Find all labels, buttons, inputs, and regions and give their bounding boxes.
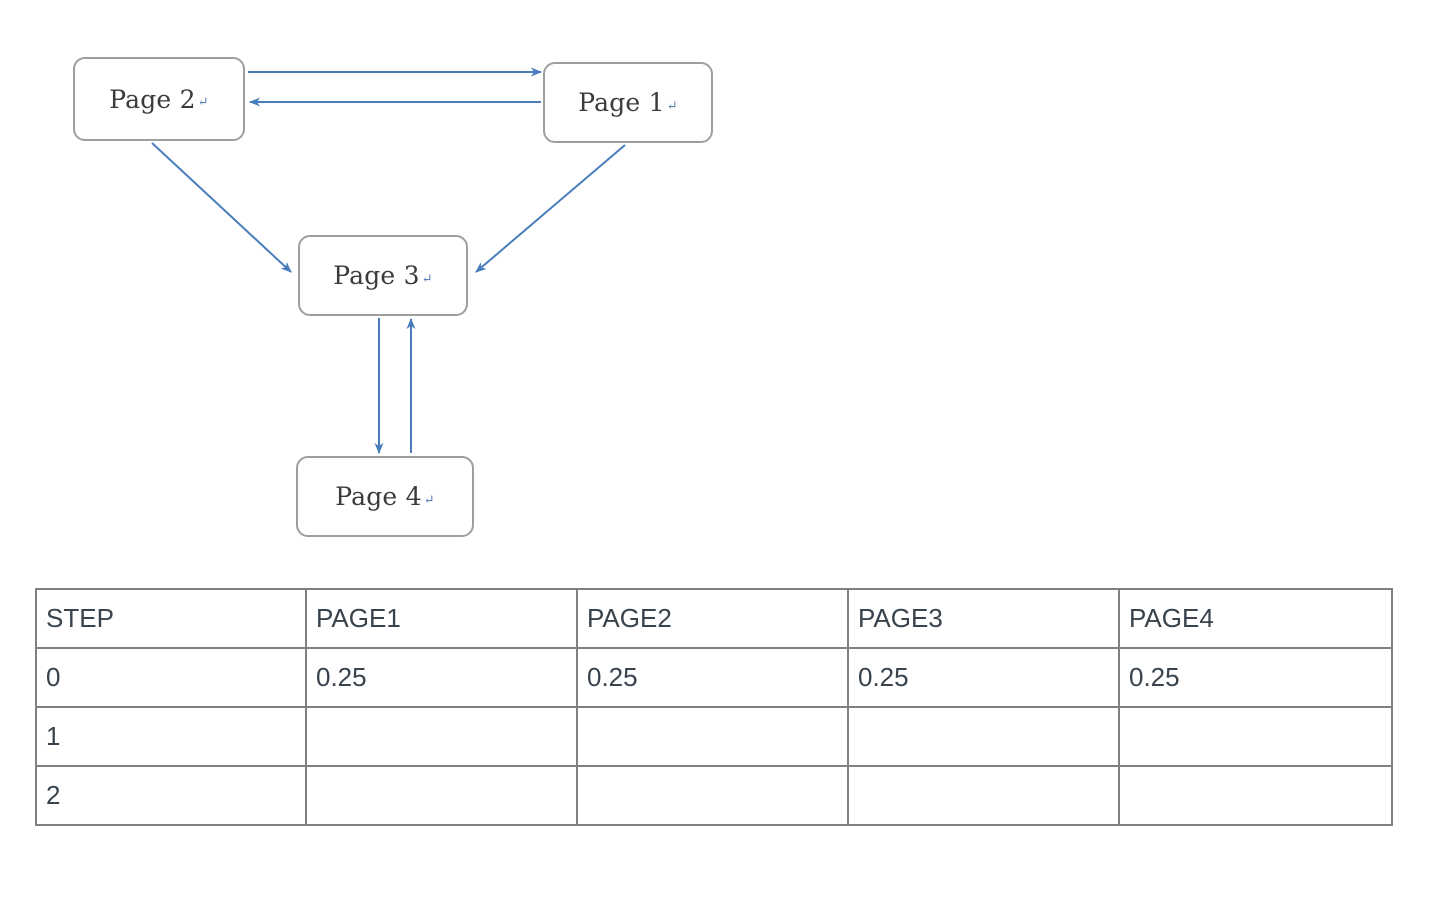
- cell-page4[interactable]: [1118, 706, 1393, 767]
- cell-page4[interactable]: [1118, 765, 1393, 826]
- cell-page3[interactable]: 0.25: [847, 647, 1120, 708]
- node-page1-label: Page 1↵: [578, 88, 678, 117]
- cell-page1[interactable]: [305, 706, 578, 767]
- cell-page3[interactable]: [847, 765, 1120, 826]
- table-row: 1: [35, 706, 1393, 767]
- header-cell-page1: PAGE1: [305, 588, 578, 649]
- header-cell-page2: PAGE2: [576, 588, 849, 649]
- cell-page2[interactable]: 0.25: [576, 647, 849, 708]
- node-page2-label: Page 2↵: [109, 84, 209, 114]
- pagerank-step-table: STEP PAGE1 PAGE2 PAGE3 PAGE4 0 0.25 0.25…: [35, 588, 1393, 826]
- edge-page1-to-page3: [475, 144, 626, 273]
- pilcrow-icon: ↵: [423, 492, 435, 508]
- pilcrow-icon: ↵: [197, 95, 209, 111]
- table-header-row: STEP PAGE1 PAGE2 PAGE3 PAGE4: [35, 588, 1393, 649]
- node-page4[interactable]: Page 4↵: [296, 456, 474, 537]
- cell-page2[interactable]: [576, 765, 849, 826]
- node-page3-label: Page 3↵: [333, 261, 433, 290]
- pilcrow-icon: ↵: [666, 98, 678, 114]
- header-cell-step: STEP: [35, 588, 307, 649]
- cell-step[interactable]: 2: [35, 765, 307, 826]
- header-cell-page3: PAGE3: [847, 588, 1120, 649]
- table-row: 0 0.25 0.25 0.25 0.25: [35, 647, 1393, 708]
- pagerank-graph-diagram: Page 2↵ Page 1↵ Page 3↵ Page 4↵: [0, 0, 760, 570]
- cell-page1[interactable]: 0.25: [305, 647, 578, 708]
- node-page4-label: Page 4↵: [335, 482, 435, 511]
- edge-page2-to-page3: [151, 142, 292, 273]
- pilcrow-icon: ↵: [421, 271, 433, 287]
- node-page1[interactable]: Page 1↵: [543, 62, 713, 143]
- cell-step[interactable]: 1: [35, 706, 307, 767]
- node-page3[interactable]: Page 3↵: [298, 235, 468, 316]
- cell-page1[interactable]: [305, 765, 578, 826]
- table-row: 2: [35, 765, 1393, 826]
- diagram-edges-svg: [151, 67, 626, 454]
- cell-step[interactable]: 0: [35, 647, 307, 708]
- header-cell-page4: PAGE4: [1118, 588, 1393, 649]
- cell-page3[interactable]: [847, 706, 1120, 767]
- cell-page4[interactable]: 0.25: [1118, 647, 1393, 708]
- node-page2[interactable]: Page 2↵: [73, 57, 245, 141]
- cell-page2[interactable]: [576, 706, 849, 767]
